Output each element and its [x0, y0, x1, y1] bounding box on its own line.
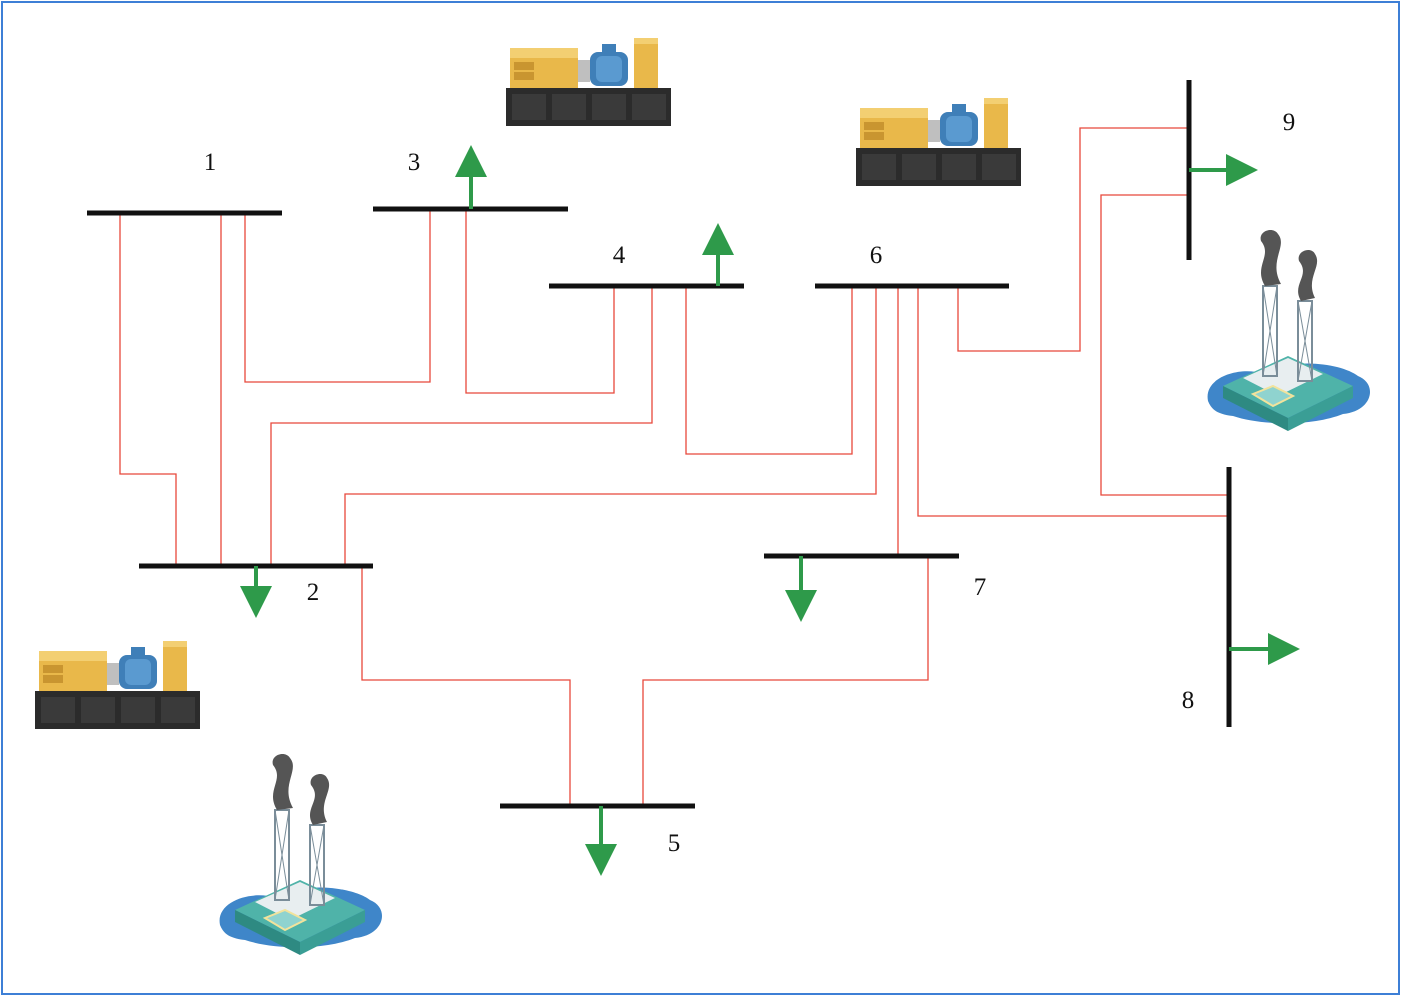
- line-2-4: [270, 286, 653, 566]
- line-9-8: [1100, 194, 1229, 496]
- bus-label-1: 1: [204, 149, 217, 176]
- bus-label-7: 7: [974, 574, 987, 601]
- line-2-6: [344, 286, 877, 566]
- generator-icon: [506, 38, 671, 126]
- line-1-3: [244, 209, 431, 383]
- line-6-8: [917, 286, 1229, 517]
- bus-label-9: 9: [1283, 109, 1296, 136]
- line-2-5: [361, 566, 571, 806]
- generator-icon: [35, 641, 200, 729]
- power-plant-icon: [218, 753, 383, 956]
- line-1-2-a: [119, 213, 177, 566]
- line-7-5: [642, 556, 929, 806]
- bus-label-4: 4: [613, 242, 626, 269]
- generator-icon: [856, 98, 1021, 186]
- arrows: [240, 145, 1300, 876]
- bus-label-6: 6: [870, 242, 883, 269]
- bus-bars: [87, 80, 1232, 809]
- line-6-9: [957, 127, 1189, 352]
- bus-label-5: 5: [668, 830, 681, 857]
- line-3-4: [465, 209, 615, 394]
- bus-label-8: 8: [1182, 687, 1195, 714]
- bus-label-2: 2: [307, 579, 320, 606]
- bus-label-3: 3: [408, 149, 421, 176]
- transmission-lines: [119, 127, 1229, 806]
- bus-labels: 1 2 3 4 5 6 7 8 9: [204, 109, 1296, 857]
- line-4-6: [685, 286, 853, 455]
- power-plant-icon: [1206, 229, 1371, 432]
